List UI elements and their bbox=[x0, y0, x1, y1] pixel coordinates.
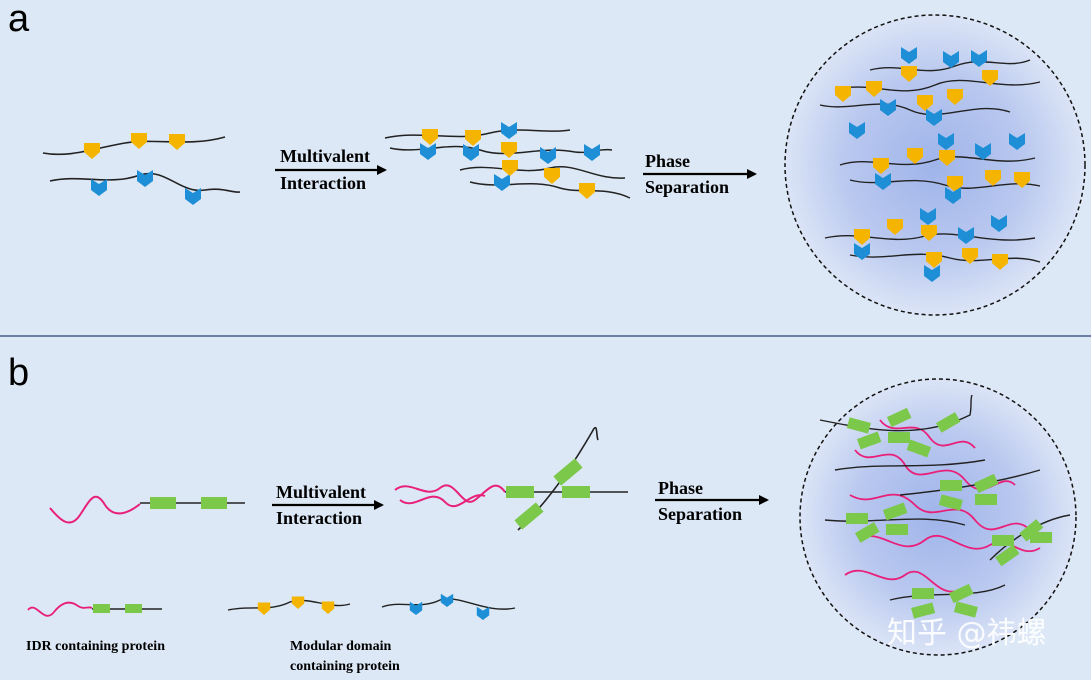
legend-idr-protein: IDR containing protein bbox=[26, 601, 165, 654]
panel-b: b Multivalent Interaction Phase Separati… bbox=[8, 352, 1077, 674]
panel-b-interaction-complex bbox=[394, 426, 628, 531]
panel-a: a Multivalent Interaction bbox=[8, 0, 1086, 316]
panel-a-arrow2-label-2: Separation bbox=[645, 177, 729, 197]
panel-b-arrow2-label-1: Phase bbox=[658, 478, 703, 498]
panel-a-arrow2-label-1: Phase bbox=[645, 151, 690, 171]
panel-a-arrow1-label-1: Multivalent bbox=[280, 146, 370, 166]
panel-b-arrow1-label-1: Multivalent bbox=[276, 482, 366, 502]
legend-modular-label-1: Modular domain bbox=[290, 639, 391, 654]
panel-b-droplet bbox=[799, 378, 1077, 656]
panel-a-droplet bbox=[784, 14, 1086, 316]
panel-a-letter: a bbox=[8, 0, 30, 40]
panel-a-separate-chains bbox=[42, 133, 241, 205]
panel-b-letter: b bbox=[8, 352, 29, 394]
legend-modular-protein: Modular domain containing protein bbox=[227, 593, 516, 674]
panel-a-interaction-complex bbox=[384, 122, 631, 199]
panel-b-arrow1-label-2: Interaction bbox=[276, 508, 362, 528]
legend-modular-label-2: containing protein bbox=[290, 659, 400, 674]
panel-a-arrow1-label-2: Interaction bbox=[280, 173, 366, 193]
watermark-text: 知乎 @祎螺 bbox=[887, 616, 1047, 651]
legend-idr-label: IDR containing protein bbox=[26, 639, 165, 654]
legend: IDR containing protein Modular domain co… bbox=[26, 593, 516, 674]
panel-b-arrow2-label-2: Separation bbox=[658, 504, 742, 524]
panel-b-idr-protein bbox=[49, 495, 245, 524]
